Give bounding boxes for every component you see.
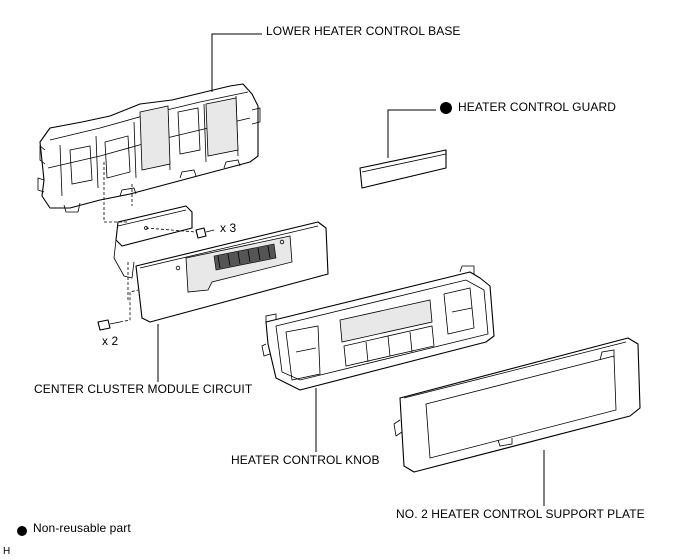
label-support-plate: NO. 2 HEATER CONTROL SUPPORT PLATE bbox=[396, 507, 645, 521]
legend-non-reusable-text: Non-reusable part bbox=[33, 521, 131, 535]
heater-control-knob-part bbox=[261, 265, 495, 391]
leader-lower-heater-control-base bbox=[211, 33, 262, 92]
corner-code: H bbox=[3, 546, 11, 557]
screw-x3 bbox=[195, 227, 215, 239]
label-center-cluster-module-circuit: CENTER CLUSTER MODULE CIRCUIT bbox=[34, 382, 253, 396]
alignment-guide-left bbox=[103, 162, 128, 223]
screw-x3-guide bbox=[145, 227, 197, 233]
heater-control-guard-part bbox=[359, 149, 447, 189]
screw-x2-guide bbox=[119, 289, 139, 323]
support-plate-part bbox=[393, 337, 641, 473]
legend-bullet-icon bbox=[17, 526, 27, 536]
leader-heater-control-guard bbox=[387, 109, 436, 158]
lower-heater-control-base-part bbox=[37, 83, 261, 213]
non-reusable-bullet-icon bbox=[440, 102, 452, 114]
module-upper-part bbox=[113, 205, 193, 279]
label-screw-count-3: x 3 bbox=[220, 221, 237, 235]
label-heater-control-guard: HEATER CONTROL GUARD bbox=[458, 100, 617, 114]
label-screw-count-2: x 2 bbox=[102, 334, 119, 348]
label-lower-heater-control-base: LOWER HEATER CONTROL BASE bbox=[266, 24, 461, 38]
label-heater-control-knob: HEATER CONTROL KNOB bbox=[231, 453, 380, 467]
center-cluster-module-circuit-part bbox=[135, 221, 329, 323]
screw-x2 bbox=[97, 319, 121, 331]
